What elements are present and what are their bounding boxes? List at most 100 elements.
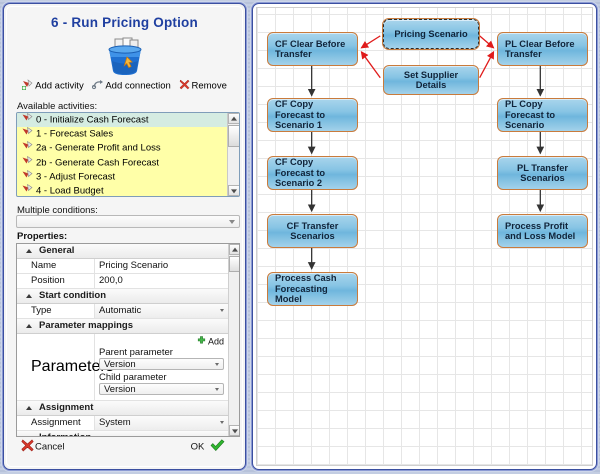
- add-connection-button[interactable]: Add connection: [92, 79, 171, 93]
- node-cf-copy-forecast-2[interactable]: CF Copy Forecast to Scenario 2: [267, 156, 358, 190]
- list-item[interactable]: 2b - Generate Cash Forecast: [17, 155, 239, 170]
- category-start-condition-label: Start condition: [39, 290, 107, 301]
- remove-label: Remove: [191, 80, 227, 92]
- plus-icon: [197, 336, 206, 348]
- node-label: CF Clear Before Transfer: [275, 38, 346, 60]
- node-pl-copy-forecast[interactable]: PL Copy Forecast to Scenario: [497, 98, 588, 132]
- node-cf-transfer-scenarios[interactable]: CF Transfer Scenarios: [267, 214, 358, 248]
- remove-button[interactable]: Remove: [179, 79, 227, 93]
- list-item[interactable]: 2a - Generate Profit and Loss: [17, 141, 239, 155]
- parent-parameter-select[interactable]: Version: [99, 358, 224, 370]
- properties-grid-body: General Name Pricing Scenario Position 2…: [17, 244, 228, 436]
- cancel-button[interactable]: Cancel: [21, 439, 65, 455]
- category-general-label: General: [39, 245, 75, 256]
- add-parameter-button[interactable]: Add: [99, 336, 224, 347]
- properties-scrollbar[interactable]: [228, 244, 239, 436]
- activities-scrollbar[interactable]: [227, 113, 239, 196]
- table-row[interactable]: Assignment System: [17, 416, 228, 431]
- node-label: Process Cash Forecasting Model: [275, 273, 337, 305]
- category-information[interactable]: Information: [17, 431, 228, 436]
- activity-icon: [22, 127, 33, 141]
- node-label: PL Transfer Scenarios: [517, 162, 568, 184]
- property-position-value[interactable]: 200,0: [99, 275, 123, 286]
- property-name-label: Name: [17, 259, 95, 273]
- activity-icon: [22, 183, 33, 196]
- property-position-label: Position: [17, 274, 95, 288]
- node-pl-clear-before-transfer[interactable]: PL Clear Before Transfer: [497, 32, 588, 66]
- scroll-up-button[interactable]: [229, 244, 239, 255]
- workflow-canvas[interactable]: CF Clear Before Transfer CF Copy Forecas…: [256, 7, 593, 466]
- property-type-label: Type: [17, 304, 95, 318]
- add-activity-button[interactable]: Add activity: [22, 79, 84, 93]
- workflow-canvas-panel: CF Clear Before Transfer CF Copy Forecas…: [252, 3, 597, 470]
- child-parameter-select[interactable]: Version: [99, 383, 224, 395]
- chevron-down-icon: [229, 220, 235, 224]
- table-row[interactable]: Name Pricing Scenario: [17, 259, 228, 274]
- property-type-select[interactable]: Automatic: [95, 304, 228, 318]
- page-title: 6 - Run Pricing Option: [51, 15, 198, 30]
- dialog-inner-frame: 6 - Run Pricing Option: [6, 6, 243, 467]
- multiple-conditions-select[interactable]: [16, 215, 240, 228]
- property-assignment-select[interactable]: System: [95, 416, 228, 430]
- dialog-footer: Cancel OK: [11, 434, 238, 462]
- ok-button[interactable]: OK: [191, 439, 226, 455]
- child-parameter-label: Child parameter: [99, 372, 167, 383]
- scroll-thumb[interactable]: [229, 256, 239, 272]
- node-label: CF Copy Forecast to Scenario 2: [275, 157, 326, 189]
- activity-icon: [22, 169, 33, 184]
- list-item[interactable]: 4 - Load Budget: [17, 183, 239, 196]
- category-parameter-mappings[interactable]: Parameter mappings: [17, 319, 228, 334]
- node-cf-clear-before-transfer[interactable]: CF Clear Before Transfer: [267, 32, 358, 66]
- scroll-down-button[interactable]: [228, 185, 239, 196]
- property-type-value: Automatic: [99, 305, 142, 316]
- node-label: Pricing Scenario: [394, 28, 468, 39]
- add-connection-label: Add connection: [105, 80, 171, 92]
- available-activities-list[interactable]: 0 - Initialize Cash Forecast 1 - Forecas…: [16, 112, 240, 197]
- scroll-thumb[interactable]: [228, 125, 239, 147]
- collapse-icon: [26, 324, 32, 328]
- properties-grid: General Name Pricing Scenario Position 2…: [16, 243, 240, 437]
- parent-parameter-label: Parent parameter: [99, 347, 173, 358]
- add-activity-icon: [22, 79, 34, 93]
- list-item[interactable]: 3 - Adjust Forecast: [17, 169, 239, 184]
- list-item[interactable]: 0 - Initialize Cash Forecast: [17, 113, 239, 128]
- category-general[interactable]: General: [17, 244, 228, 259]
- activity-icon: [22, 155, 33, 170]
- scroll-up-button[interactable]: [228, 113, 239, 124]
- add-connection-icon: [92, 79, 104, 93]
- node-process-cash-forecasting-model[interactable]: Process Cash Forecasting Model: [267, 272, 358, 306]
- node-set-supplier-details[interactable]: Set Supplier Details: [383, 65, 479, 95]
- node-label: PL Copy Forecast to Scenario: [505, 99, 556, 131]
- bucket-icon: [103, 37, 147, 77]
- node-pricing-scenario[interactable]: Pricing Scenario: [382, 18, 480, 50]
- node-label: Process Profit and Loss Model: [505, 220, 576, 242]
- property-assignment-value: System: [99, 417, 131, 428]
- chevron-down-icon: [215, 388, 219, 391]
- list-item-label: 0 - Initialize Cash Forecast: [36, 114, 149, 126]
- category-start-condition[interactable]: Start condition: [17, 289, 228, 304]
- run-pricing-option-dialog: 6 - Run Pricing Option: [3, 3, 246, 470]
- properties-label: Properties:: [17, 231, 68, 242]
- node-label: CF Transfer Scenarios: [286, 220, 339, 242]
- list-item[interactable]: 1 - Forecast Sales: [17, 127, 239, 141]
- category-parameter-mappings-label: Parameter mappings: [39, 320, 133, 331]
- activity-icon: [22, 113, 33, 127]
- add-activity-label: Add activity: [35, 80, 84, 92]
- property-name-value[interactable]: Pricing Scenario: [99, 260, 169, 271]
- parameters-body: Add Parent parameter Version Child param…: [95, 334, 228, 400]
- table-row[interactable]: Position 200,0: [17, 274, 228, 289]
- node-pl-transfer-scenarios[interactable]: PL Transfer Scenarios: [497, 156, 588, 190]
- property-assignment-label: Assignment: [17, 416, 95, 430]
- node-cf-copy-forecast-1[interactable]: CF Copy Forecast to Scenario 1: [267, 98, 358, 132]
- parent-parameter-value: Version: [104, 359, 136, 370]
- category-information-label: Information: [39, 432, 91, 436]
- scroll-down-button[interactable]: [229, 425, 239, 436]
- table-row[interactable]: Type Automatic: [17, 304, 228, 319]
- category-assignment[interactable]: Assignment: [17, 401, 228, 416]
- category-assignment-label: Assignment: [39, 402, 94, 413]
- list-item-label: 3 - Adjust Forecast: [36, 171, 116, 183]
- cancel-icon: [21, 439, 34, 455]
- chevron-down-icon: [220, 309, 224, 312]
- node-process-profit-and-loss-model[interactable]: Process Profit and Loss Model: [497, 214, 588, 248]
- multiple-conditions-label: Multiple conditions:: [17, 205, 98, 216]
